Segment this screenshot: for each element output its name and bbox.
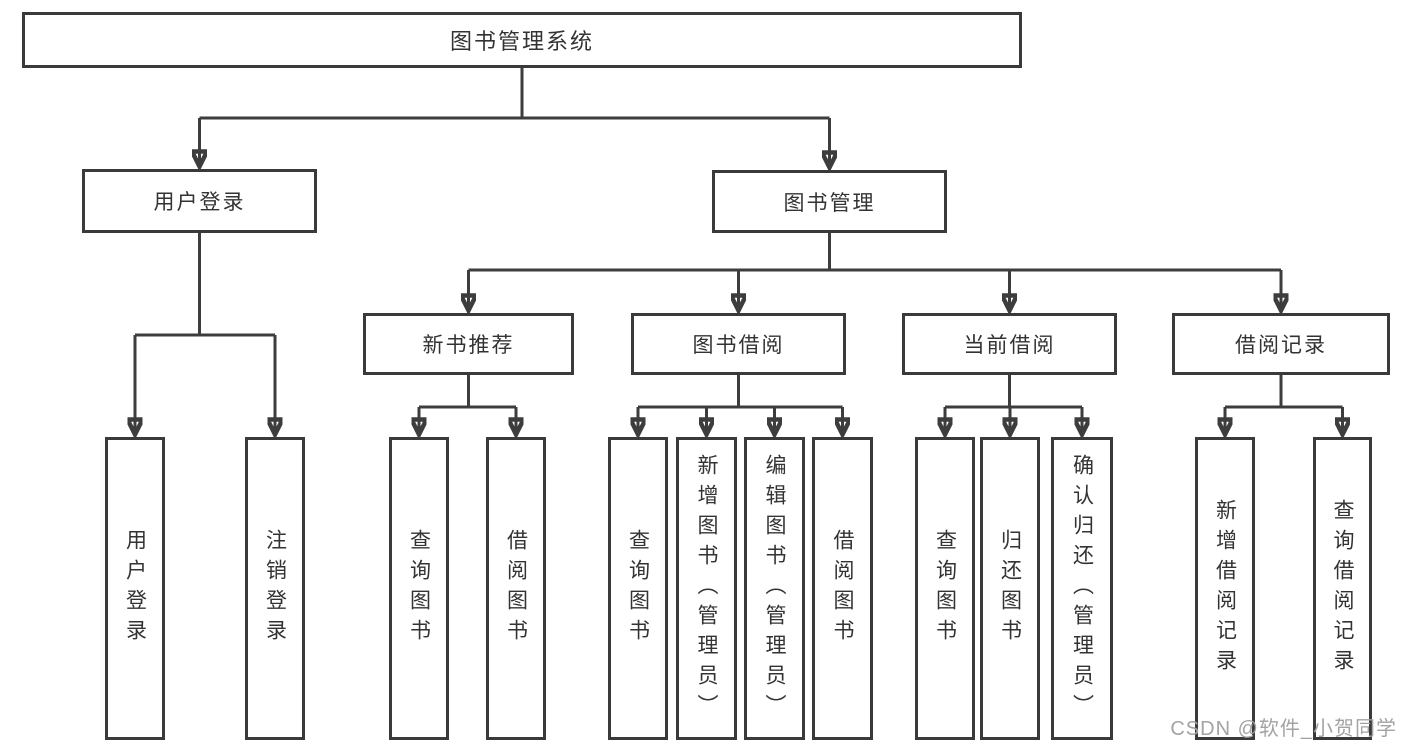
leaf-borrow-book-1: 借阅图书 [486, 437, 546, 740]
leaf-borrow-book-2: 借阅图书 [812, 437, 873, 740]
leaf-user-login: 用户登录 [105, 437, 165, 740]
leaf-borrow-book-1-label: 借阅图书 [504, 528, 528, 649]
node-borrowing-records-label: 借阅记录 [1235, 334, 1327, 357]
node-new-book-recommendation: 新书推荐 [363, 313, 574, 375]
leaf-query-book-3-label: 查询图书 [933, 528, 957, 649]
node-root: 图书管理系统 [22, 12, 1022, 68]
node-current-borrowing-label: 当前借阅 [963, 334, 1056, 357]
leaf-query-book-3: 查询图书 [915, 437, 975, 740]
watermark: CSDN @软件_小贺同学 [1170, 718, 1397, 740]
leaf-borrow-book-2-label: 借阅图书 [831, 528, 854, 649]
leaf-return-book: 归还图书 [980, 437, 1040, 740]
node-borrowing-records: 借阅记录 [1172, 313, 1390, 375]
leaf-query-book-1-label: 查询图书 [407, 528, 431, 649]
node-current-borrowing: 当前借阅 [902, 313, 1117, 375]
node-root-label: 图书管理系统 [449, 29, 594, 54]
leaf-query-borrow-record: 查询借阅记录 [1313, 437, 1372, 740]
leaf-add-book-admin: 新增图书（管理员） [676, 437, 737, 740]
node-user-login-group-label: 用户登录 [153, 191, 246, 214]
leaf-add-book-admin-label: 新增图书（管理员） [695, 453, 718, 724]
leaf-logout: 注销登录 [245, 437, 305, 740]
leaf-edit-book-admin-label: 编辑图书（管理员） [763, 453, 786, 724]
leaf-edit-book-admin: 编辑图书（管理员） [744, 437, 805, 740]
leaf-query-book-2: 查询图书 [608, 437, 668, 740]
node-book-management-label: 图书管理 [783, 191, 876, 215]
leaf-add-borrow-record-label: 新增借阅记录 [1213, 498, 1237, 679]
leaf-confirm-return-admin: 确认归还（管理员） [1051, 437, 1113, 740]
node-book-borrowing-label: 图书借阅 [692, 334, 785, 357]
node-user-login-group: 用户登录 [82, 169, 317, 233]
node-book-borrowing: 图书借阅 [631, 313, 846, 375]
leaf-add-borrow-record: 新增借阅记录 [1195, 437, 1255, 740]
leaf-return-book-label: 归还图书 [998, 528, 1022, 649]
leaf-query-book-2-label: 查询图书 [626, 528, 650, 649]
node-new-book-recommendation-label: 新书推荐 [422, 334, 515, 357]
node-book-management: 图书管理 [712, 170, 947, 233]
leaf-query-borrow-record-label: 查询借阅记录 [1331, 498, 1354, 679]
leaf-logout-label: 注销登录 [263, 528, 287, 649]
leaf-confirm-return-admin-label: 确认归还（管理员） [1070, 453, 1094, 724]
leaf-user-login-label: 用户登录 [123, 528, 147, 649]
leaf-query-book-1: 查询图书 [389, 437, 449, 740]
